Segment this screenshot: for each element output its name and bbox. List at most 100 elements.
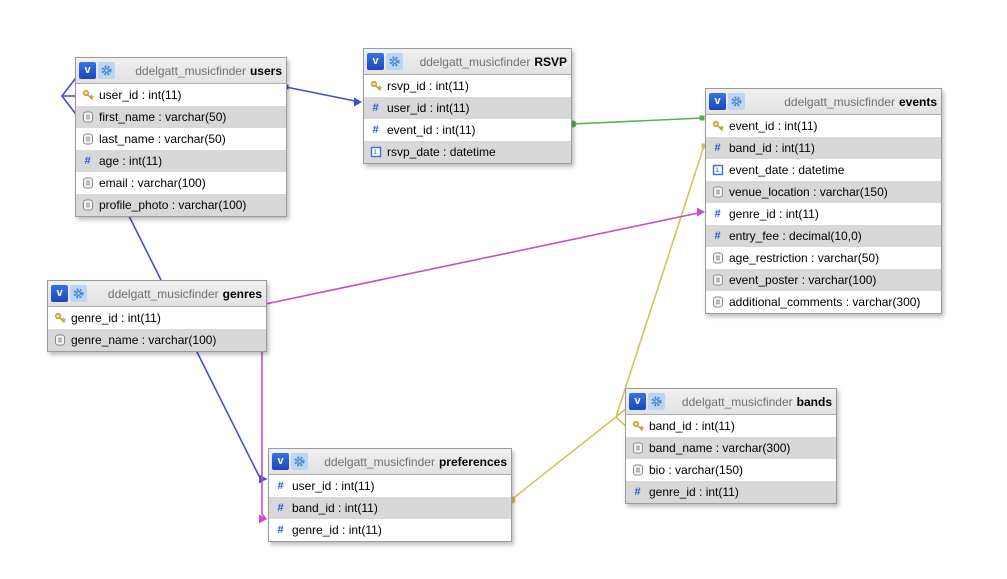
table-header[interactable]: v ddelgatt_musicfinder events [706, 89, 941, 115]
column-label: additional_comments : varchar(300) [729, 295, 921, 309]
table-header[interactable]: v ddelgatt_musicfinder users [76, 58, 286, 84]
column-label: user_id : int(11) [387, 101, 470, 115]
column-row-events-genre_id[interactable]: #genre_id : int(11) [706, 203, 941, 225]
text-column-icon [81, 133, 94, 145]
numeric-column-icon: # [634, 486, 641, 498]
table-header[interactable]: v ddelgatt_musicfinder genres [48, 281, 266, 307]
table-options-gear-icon[interactable] [386, 53, 403, 70]
column-row-RSVP-user_id[interactable]: #user_id : int(11) [364, 97, 571, 119]
table-header[interactable]: v ddelgatt_musicfinder preferences [269, 449, 511, 475]
column-row-RSVP-event_id[interactable]: #event_id : int(11) [364, 119, 571, 141]
numeric-column-icon: # [372, 124, 379, 136]
table-options-gear-icon[interactable] [648, 393, 665, 410]
column-row-events-additional_comments[interactable]: additional_comments : varchar(300) [706, 291, 941, 313]
text-column-icon [631, 464, 644, 476]
relation-line[interactable] [285, 86, 361, 103]
text-column-icon [81, 177, 94, 189]
column-row-users-email[interactable]: email : varchar(100) [76, 172, 286, 194]
numeric-column-icon: # [714, 142, 721, 154]
numeric-column-icon: # [714, 230, 721, 242]
table-node-genres[interactable]: v ddelgatt_musicfinder genres genre_id :… [47, 280, 267, 352]
column-row-events-venue_location[interactable]: venue_location : varchar(150) [706, 181, 941, 203]
column-row-users-age[interactable]: #age : int(11) [76, 150, 286, 172]
text-column-icon [711, 186, 724, 198]
column-row-events-band_id[interactable]: #band_id : int(11) [706, 137, 941, 159]
table-options-gear-icon[interactable] [291, 453, 308, 470]
table-columns: band_id : int(11)band_name : varchar(300… [626, 415, 836, 503]
column-row-users-profile_photo[interactable]: profile_photo : varchar(100) [76, 194, 286, 216]
column-row-bands-band_id[interactable]: band_id : int(11) [626, 415, 836, 437]
table-header[interactable]: v ddelgatt_musicfinder RSVP [364, 49, 571, 75]
table-schema-name: ddelgatt_musicfinder [135, 63, 246, 78]
relation-line[interactable] [510, 416, 617, 501]
table-collapse-icon[interactable]: v [629, 393, 646, 410]
relation-line[interactable] [61, 78, 76, 114]
text-column-icon [711, 252, 724, 264]
table-schema-name: ddelgatt_musicfinder [419, 54, 531, 69]
column-row-events-entry_fee[interactable]: #entry_fee : decimal(10,0) [706, 225, 941, 247]
column-row-users-user_id[interactable]: user_id : int(11) [76, 84, 286, 106]
column-row-bands-genre_id[interactable]: # genre_id : int(11) [626, 481, 836, 503]
relation-line[interactable] [255, 211, 704, 307]
column-row-users-last_name[interactable]: last_name : varchar(50) [76, 128, 286, 150]
relation-line[interactable] [571, 117, 704, 125]
column-label: event_date : datetime [729, 163, 845, 177]
column-label: age_restriction : varchar(50) [729, 251, 880, 265]
table-title: ddelgatt_musicfinder RSVP [420, 55, 567, 69]
table-options-gear-icon[interactable] [728, 93, 745, 110]
numeric-column-icon: # [277, 502, 284, 514]
table-collapse-icon[interactable]: v [367, 53, 384, 70]
table-schema-name: ddelgatt_musicfinder [681, 394, 793, 409]
column-row-genres-genre_id[interactable]: genre_id : int(11) [48, 307, 266, 329]
column-label: genre_id : int(11) [71, 311, 161, 325]
text-column-icon [631, 442, 644, 454]
column-label: genre_id : int(11) [649, 485, 739, 499]
table-options-gear-icon[interactable] [98, 62, 115, 79]
column-row-preferences-band_id[interactable]: #band_id : int(11) [269, 497, 511, 519]
table-node-RSVP[interactable]: v ddelgatt_musicfinder RSVP rsvp_id : in… [363, 48, 572, 164]
column-row-users-first_name[interactable]: first_name : varchar(50) [76, 106, 286, 128]
column-label: user_id : int(11) [99, 88, 182, 102]
table-collapse-icon[interactable]: v [709, 93, 726, 110]
table-options-gear-icon[interactable] [70, 285, 87, 302]
table-node-events[interactable]: v ddelgatt_musicfinder events event_id :… [705, 88, 942, 314]
table-collapse-icon[interactable]: v [272, 453, 289, 470]
column-row-events-age_restriction[interactable]: age_restriction : varchar(50) [706, 247, 941, 269]
relation-line[interactable] [615, 145, 705, 418]
table-title: ddelgatt_musicfinder events [784, 95, 937, 109]
column-row-events-event_poster[interactable]: event_poster : varchar(100) [706, 269, 941, 291]
primary-key-icon [81, 89, 94, 101]
column-row-preferences-user_id[interactable]: #user_id : int(11) [269, 475, 511, 497]
primary-key-icon [711, 120, 724, 132]
svg-text:1: 1 [373, 149, 377, 156]
table-header[interactable]: v ddelgatt_musicfinder bands [626, 389, 836, 415]
column-label: bio : varchar(150) [649, 463, 744, 477]
table-name: bands [796, 394, 832, 409]
table-node-preferences[interactable]: v ddelgatt_musicfinder preferences #user… [268, 448, 512, 542]
primary-key-icon [53, 312, 66, 324]
table-columns: genre_id : int(11) genre_name : varchar(1… [48, 307, 266, 351]
table-node-bands[interactable]: v ddelgatt_musicfinder bands band_id : i… [625, 388, 837, 504]
relation-arrow-right-marker [354, 97, 362, 107]
column-row-genres-genre_name[interactable]: genre_name : varchar(100) [48, 329, 266, 351]
column-label: genre_id : int(11) [729, 207, 819, 221]
column-row-bands-band_name[interactable]: band_name : varchar(300) [626, 437, 836, 459]
table-collapse-icon[interactable]: v [51, 285, 68, 302]
column-row-bands-bio[interactable]: bio : varchar(150) [626, 459, 836, 481]
table-name: RSVP [534, 54, 567, 69]
table-name: events [898, 94, 937, 109]
gear-icon [389, 56, 400, 67]
relation-arrow-right-marker [259, 474, 267, 484]
gear-icon [101, 65, 112, 76]
table-collapse-icon[interactable]: v [79, 62, 96, 79]
column-row-events-event_id[interactable]: event_id : int(11) [706, 115, 941, 137]
column-row-RSVP-rsvp_id[interactable]: rsvp_id : int(11) [364, 75, 571, 97]
relation-arrow-right-marker [259, 514, 267, 524]
numeric-column-icon: # [84, 155, 91, 167]
table-node-users[interactable]: v ddelgatt_musicfinder users user_id : i… [75, 57, 287, 217]
column-row-preferences-genre_id[interactable]: #genre_id : int(11) [269, 519, 511, 541]
table-schema-name: ddelgatt_musicfinder [107, 286, 219, 301]
